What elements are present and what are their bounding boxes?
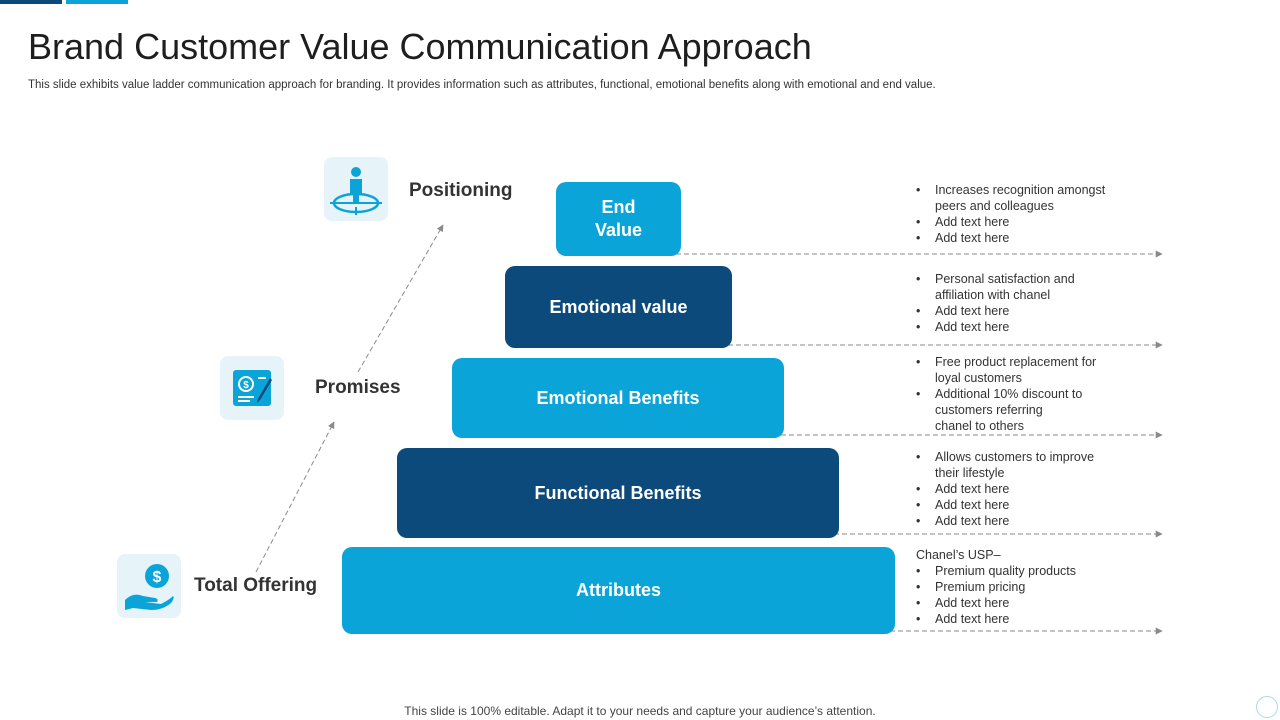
step-label: Functional Benefits xyxy=(534,482,702,503)
note-bullet: Add text here xyxy=(916,497,1136,513)
note-bullet: Add text here xyxy=(916,303,1136,319)
hand-coin-icon: $ xyxy=(125,564,174,610)
note-continuation: customers referring xyxy=(935,403,1043,417)
positioning-icon-tile xyxy=(324,157,388,221)
note-bullet: Add text here xyxy=(916,481,1136,497)
ladder-step-end-value: End Value xyxy=(556,182,681,256)
svg-text:$: $ xyxy=(243,380,249,391)
note-bullet: Allows customers to improve xyxy=(916,449,1136,465)
note-bullet: Premium pricing xyxy=(916,579,1136,595)
notes-end-value: Increases recognition amongst peers and … xyxy=(916,182,1136,246)
person-target-icon xyxy=(330,167,382,215)
note-bullet: Add text here xyxy=(916,214,1136,230)
note-continuation: affiliation with chanel xyxy=(935,288,1051,302)
note-continuation: chanel to others xyxy=(935,419,1024,433)
ladder-step-emotional-benefits: Emotional Benefits xyxy=(452,358,784,438)
note-continuation: peers and colleagues xyxy=(935,199,1054,213)
note-bullet: Increases recognition amongst xyxy=(916,182,1136,198)
svg-text:$: $ xyxy=(153,569,162,586)
stage-label-total-offering: Total Offering xyxy=(194,575,318,596)
note-bullet: Add text here xyxy=(916,230,1136,246)
page-title: Brand Customer Value Communication Appro… xyxy=(28,26,812,67)
notes-emotional-value: Personal satisfaction and affiliation wi… xyxy=(916,271,1136,335)
promises-icon-tile: $ xyxy=(220,356,284,420)
note-continuation: loyal customers xyxy=(935,371,1022,385)
note-bullet: Add text here xyxy=(916,513,1136,529)
ladder-step-emotional-value: Emotional value xyxy=(505,266,732,348)
certificate-pen-icon: $ xyxy=(233,370,272,406)
corner-circle-decoration xyxy=(1256,696,1278,718)
step-label: Attributes xyxy=(576,580,661,600)
notes-attributes: Chanel’s USP– Premium quality products P… xyxy=(916,547,1136,627)
note-bullet: Additional 10% discount to xyxy=(916,386,1136,402)
stage-label-positioning: Positioning xyxy=(409,180,513,201)
step-label-line-1: End xyxy=(601,197,636,217)
arrow-promises-to-positioning xyxy=(357,224,444,373)
ladder-step-functional-benefits: Functional Benefits xyxy=(397,448,839,538)
note-bullet: Add text here xyxy=(916,319,1136,335)
stage-label-promises: Promises xyxy=(315,377,401,398)
note-bullet: Add text here xyxy=(916,595,1136,611)
ladder-step-attributes: Attributes xyxy=(342,547,895,634)
note-lead: Chanel’s USP– xyxy=(916,548,1001,562)
note-continuation: their lifestyle xyxy=(935,466,1005,480)
page-subtitle: This slide exhibits value ladder communi… xyxy=(28,79,936,91)
step-label: Emotional Benefits xyxy=(536,387,700,408)
arrow-offering-to-promises xyxy=(255,421,335,573)
note-bullet: Add text here xyxy=(916,611,1136,627)
top-accent-bar-light xyxy=(66,0,128,4)
footer-note: This slide is 100% editable. Adapt it to… xyxy=(404,704,876,718)
step-label-line-2: Value xyxy=(594,220,643,240)
notes-emotional-benefits: Free product replacement for loyal custo… xyxy=(916,354,1136,434)
top-accent-bar-dark xyxy=(0,0,62,4)
note-bullet: Premium quality products xyxy=(916,563,1136,579)
total-offering-icon-tile: $ xyxy=(117,554,181,618)
step-label: Emotional value xyxy=(549,296,688,317)
note-bullet: Personal satisfaction and xyxy=(916,271,1136,287)
notes-functional-benefits: Allows customers to improve their lifest… xyxy=(916,449,1136,529)
note-bullet: Free product replacement for xyxy=(916,354,1136,370)
